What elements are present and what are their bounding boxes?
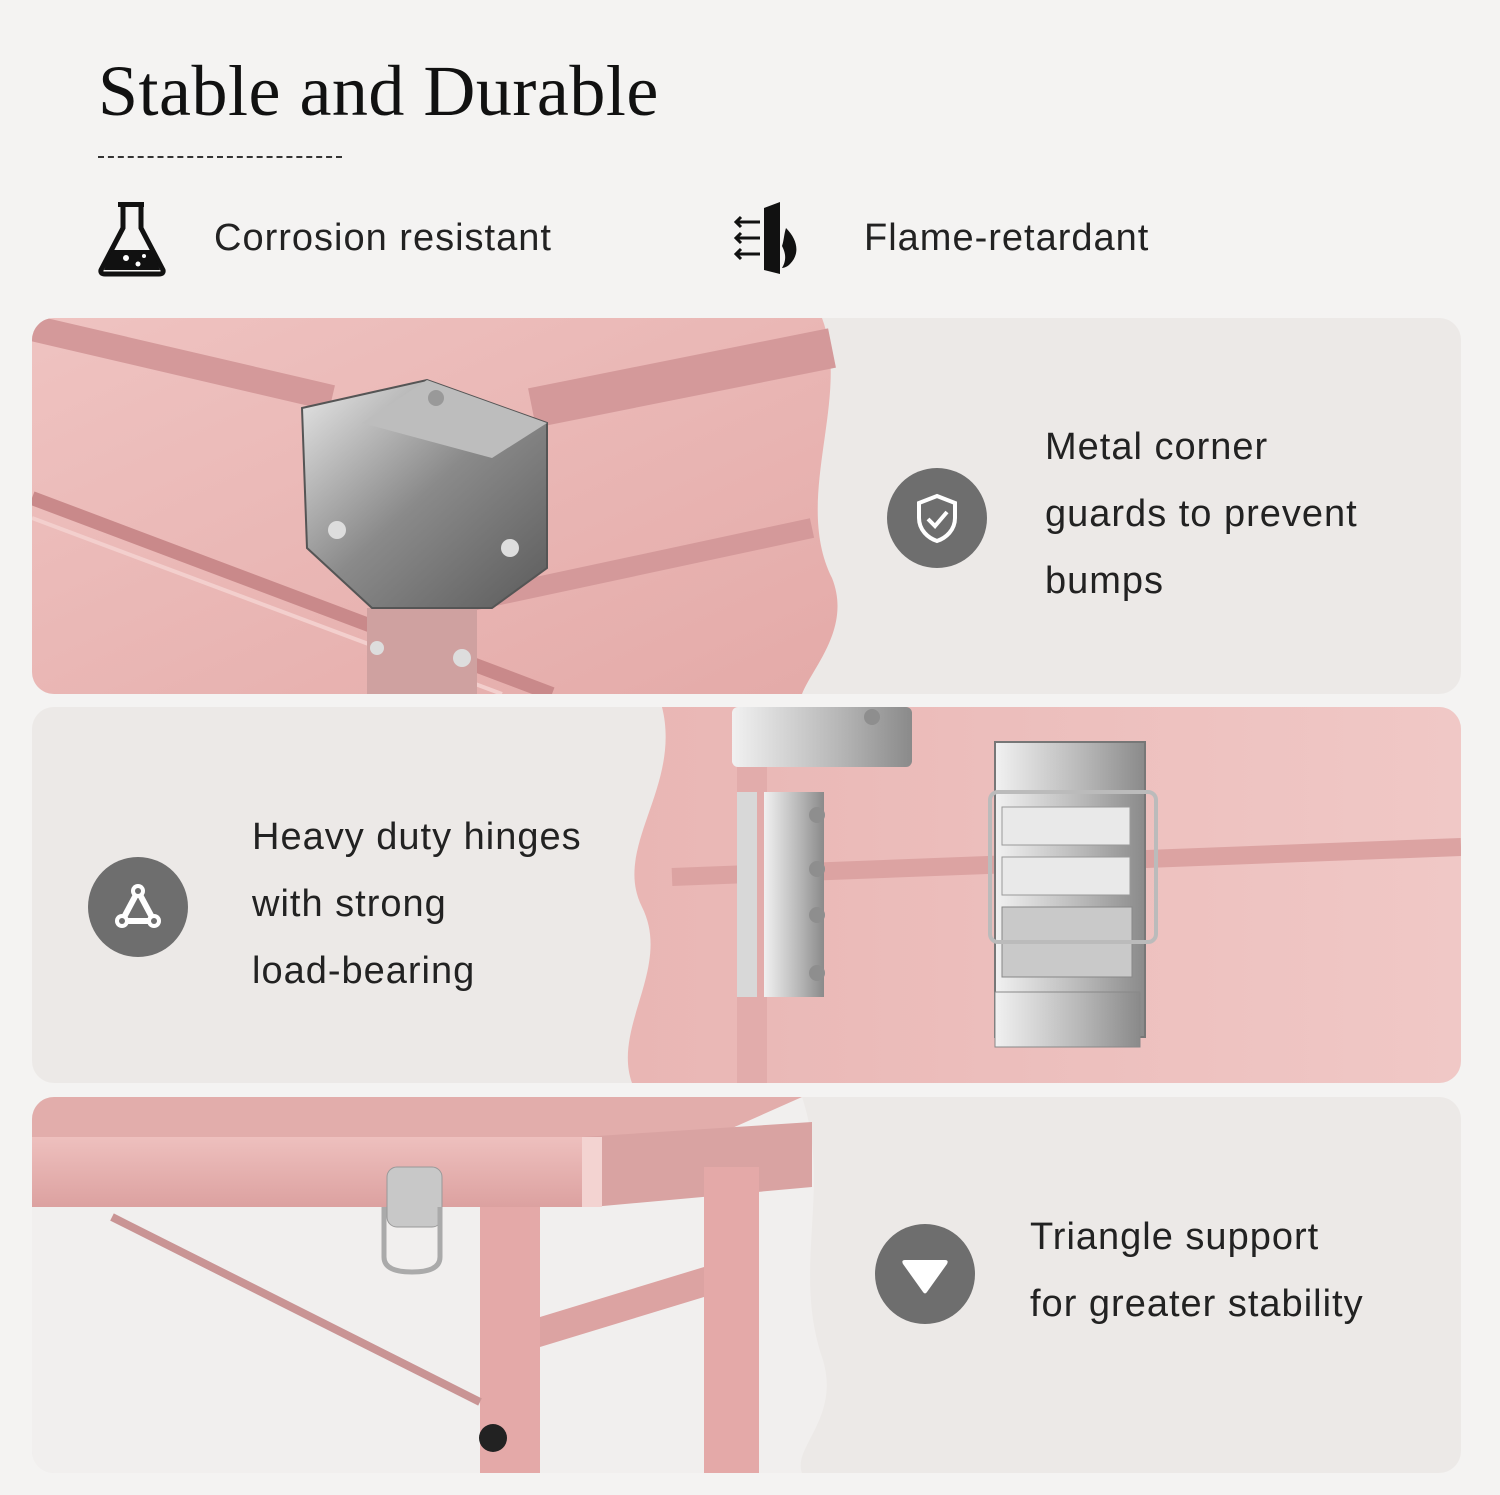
panel-line: for greater stability [1030,1283,1364,1325]
panel-hinges: Heavy duty hinges with strong load-beari… [32,707,1461,1083]
title-divider [98,156,342,158]
hinge-badge [88,857,188,957]
feature-flame: Flame-retardant [728,198,1149,278]
feature-label: Corrosion resistant [214,216,552,259]
panel-line: with strong [252,883,447,925]
flame-shield-icon [733,202,797,274]
panel-line: bumps [1045,560,1165,602]
shield-check-badge [887,468,987,568]
corner-guard-photo [32,318,838,694]
panel-text: Metal corner guards to prevent bumps [1045,414,1358,615]
panel-line: guards to prevent [1045,493,1358,535]
panel-line: load-bearing [252,950,476,992]
feature-corrosion: Corrosion resistant [96,198,552,278]
triangle-support-photo [32,1097,827,1473]
triangle-badge [875,1224,975,1324]
panel-text: Heavy duty hinges with strong load-beari… [252,804,582,1005]
panel-line: Heavy duty hinges [252,816,582,858]
flask-icon [98,202,166,277]
panel-corner-guards: Metal corner guards to prevent bumps [32,318,1461,694]
feature-label: Flame-retardant [864,216,1150,259]
hinge-photo [627,707,1461,1083]
panel-line: Metal corner [1045,426,1269,468]
panel-text: Triangle support for greater stability [1030,1204,1364,1338]
triangle-down-icon [902,1260,948,1294]
panel-triangle-support: Triangle support for greater stability [32,1097,1461,1473]
page-title: Stable and Durable [98,51,659,131]
shield-check-icon [917,493,957,544]
hinge-link-icon [115,884,161,928]
panel-line: Triangle support [1030,1216,1320,1258]
